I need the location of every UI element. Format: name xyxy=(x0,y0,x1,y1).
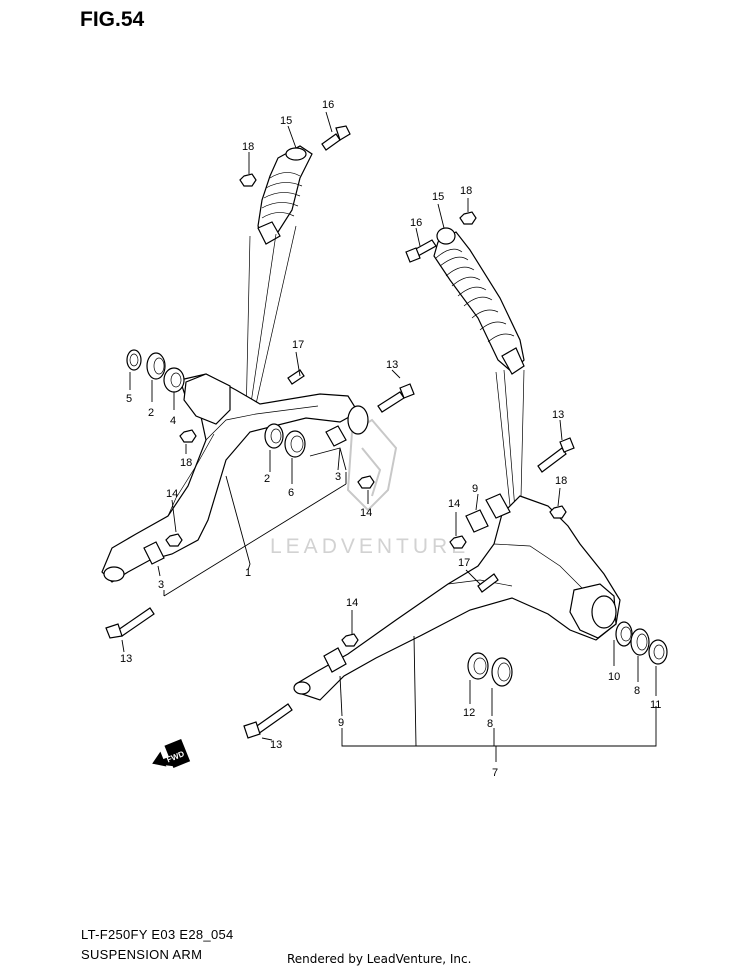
callout-12: 12 xyxy=(463,707,475,719)
callout-16: 16 xyxy=(322,99,334,111)
callout-16: 16 xyxy=(410,217,422,229)
callout-13: 13 xyxy=(552,409,564,421)
nut-18-right-lower[interactable] xyxy=(549,505,567,519)
callout-9: 9 xyxy=(472,483,478,495)
bolt-16-left[interactable] xyxy=(321,125,351,151)
bushing-9-upper[interactable] xyxy=(465,509,489,533)
nut-14-right-a[interactable] xyxy=(449,535,467,549)
callout-15: 15 xyxy=(280,115,292,127)
leader xyxy=(325,111,333,133)
callout-3: 3 xyxy=(335,471,341,483)
leader xyxy=(121,639,125,653)
model-code: LT-F250FY E03 E28_054 xyxy=(81,927,234,942)
bearing-10[interactable] xyxy=(615,621,633,647)
callout-6: 6 xyxy=(288,487,294,499)
leader xyxy=(415,227,421,247)
leader xyxy=(287,125,297,149)
section-name: SUSPENSION ARM xyxy=(81,947,203,962)
callout-18: 18 xyxy=(180,457,192,469)
leader xyxy=(437,203,445,229)
leader xyxy=(171,499,177,533)
left-shock-absorber[interactable] xyxy=(257,145,313,245)
mount-guide-lines xyxy=(245,225,297,421)
bracket-7 xyxy=(341,635,657,762)
nut-14-left-a[interactable] xyxy=(165,533,183,547)
left-suspension-arm[interactable] xyxy=(101,373,369,583)
bolt-17-left[interactable] xyxy=(287,369,305,385)
callout-13: 13 xyxy=(120,653,132,665)
nut-18-right-top[interactable] xyxy=(459,211,477,225)
callout-17: 17 xyxy=(292,339,304,351)
oil-seal-6[interactable] xyxy=(284,430,306,458)
spacer-4[interactable] xyxy=(163,367,185,393)
oil-seal-12[interactable] xyxy=(467,652,489,680)
bolt-13-left-lower[interactable] xyxy=(105,607,155,639)
watermark-text: LEADVENTURE xyxy=(270,535,469,558)
bushing-3-right[interactable] xyxy=(325,425,347,447)
leader xyxy=(475,493,479,511)
oil-seal-11[interactable] xyxy=(648,639,668,665)
leader xyxy=(559,419,563,441)
leader xyxy=(261,737,273,741)
right-suspension-arm[interactable] xyxy=(293,493,621,701)
bearing-2-mid[interactable] xyxy=(264,423,284,449)
callout-2: 2 xyxy=(148,407,154,419)
callout-13: 13 xyxy=(270,739,282,751)
bearing-8-right[interactable] xyxy=(630,628,650,656)
callout-14: 14 xyxy=(166,488,178,500)
callout-11: 11 xyxy=(650,699,661,711)
callout-14: 14 xyxy=(360,507,372,519)
bearing-2-left[interactable] xyxy=(146,352,166,380)
figure-title: FIG.54 xyxy=(80,8,145,31)
bolt-17-right[interactable] xyxy=(477,573,499,593)
callout-2: 2 xyxy=(264,473,270,485)
callout-17: 17 xyxy=(458,557,470,569)
callout-8: 8 xyxy=(487,718,493,730)
bushing-9-lower[interactable] xyxy=(323,647,347,673)
callout-9: 9 xyxy=(338,717,344,729)
callout-18: 18 xyxy=(460,185,472,197)
callout-5: 5 xyxy=(126,393,132,405)
callout-7: 7 xyxy=(492,767,498,779)
leader xyxy=(465,569,481,585)
leader xyxy=(557,487,561,507)
callout-18: 18 xyxy=(555,475,567,487)
leader xyxy=(225,475,251,571)
bolt-16-right[interactable] xyxy=(405,239,437,263)
bearing-8-mid[interactable] xyxy=(491,657,513,687)
callout-15: 15 xyxy=(432,191,444,203)
callout-3: 3 xyxy=(158,579,164,591)
oil-seal-5[interactable] xyxy=(126,349,142,371)
leader xyxy=(339,675,343,717)
nut-14-left-b[interactable] xyxy=(357,475,375,489)
callout-4: 4 xyxy=(170,415,176,427)
callout-10: 10 xyxy=(608,671,620,683)
fwd-arrow-icon: FWD xyxy=(152,738,191,768)
nut-18-left-top[interactable] xyxy=(239,173,257,187)
callout-14: 14 xyxy=(448,498,460,510)
leader xyxy=(391,369,401,379)
bushing-3-left[interactable] xyxy=(143,541,165,565)
callout-14: 14 xyxy=(346,597,358,609)
bolt-13-right-lower[interactable] xyxy=(243,703,293,739)
bolt-13-right-upper[interactable] xyxy=(537,437,575,473)
callout-18: 18 xyxy=(242,141,254,153)
leader xyxy=(295,351,301,377)
leader xyxy=(309,447,347,471)
nut-18-left-lower[interactable] xyxy=(179,429,197,443)
leader xyxy=(163,472,347,597)
watermark: LEADVENTURE xyxy=(270,418,469,558)
bolt-13-left-upper[interactable] xyxy=(377,383,415,413)
callout-8: 8 xyxy=(634,685,640,697)
render-credit: Rendered by LeadVenture, Inc. xyxy=(287,952,472,966)
callout-1: 1 xyxy=(245,567,251,579)
leader xyxy=(157,565,161,577)
nut-14-right-b[interactable] xyxy=(341,633,359,647)
right-shock-absorber[interactable] xyxy=(433,227,525,375)
callout-13: 13 xyxy=(386,359,398,371)
